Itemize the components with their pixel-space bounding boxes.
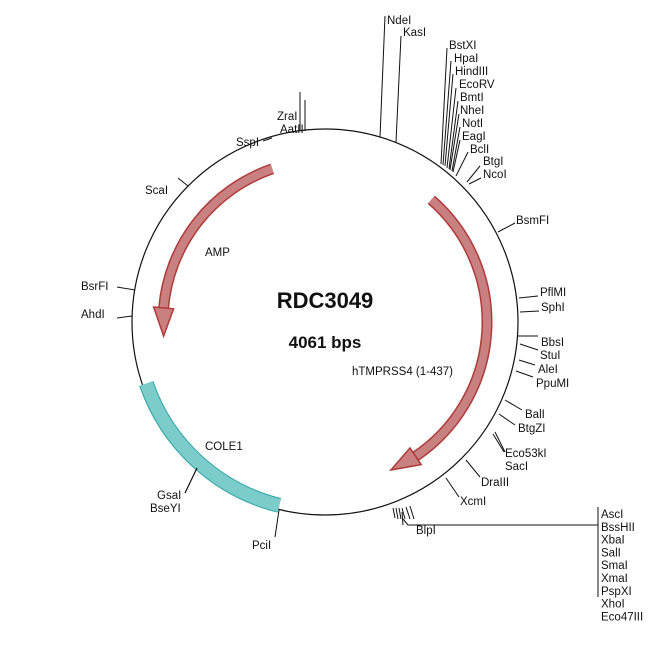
mcs-site-label: BssHII: [601, 522, 635, 534]
site-label-pcii: PciI: [252, 540, 271, 552]
site-label-stui: StuI: [540, 350, 560, 362]
site-label-ndei: NdeI: [387, 15, 411, 27]
site-tick-xcmi: [445, 477, 460, 498]
site-label-ncoi: NcoI: [483, 169, 507, 181]
amp-arrow-outline: [158, 163, 275, 309]
site-label-bcli: BclI: [470, 144, 489, 156]
mcs-site-label: SmaI: [601, 560, 628, 572]
plasmid-backbone: [131, 128, 519, 516]
site-tick-eagi: [452, 139, 461, 173]
mcs-site-label: AscI: [601, 509, 623, 521]
site-tick-noti: [451, 126, 461, 172]
mcs-tick: [409, 505, 415, 520]
plasmid-size: 4061 bps: [289, 333, 362, 352]
amp-arrow-body: [159, 165, 274, 309]
site-label-nhei: NheI: [460, 105, 484, 117]
site-tick-hindiii: [444, 73, 454, 167]
mcs-leader-line: [402, 518, 598, 526]
htmprss4-arrow-body: [413, 196, 491, 460]
mcs-tick: [395, 507, 399, 520]
site-tick-bsrfi: [116, 286, 136, 291]
cole1-feature: [140, 381, 281, 512]
site-tick-stui: [519, 343, 539, 351]
site-label-saci: SacI: [505, 461, 528, 473]
site-label-xcmi: XcmI: [460, 496, 486, 508]
mcs-site-label: XhoI: [601, 599, 625, 611]
site-tick-bstxi: [440, 47, 448, 165]
site-tick-ppumi: [515, 370, 534, 378]
site-label-ppumi: PpuMI: [536, 378, 569, 390]
site-tick-eco53ki: [494, 431, 506, 453]
site-label-btgi: BtgI: [483, 156, 503, 168]
feature-label-cole1: COLE1: [205, 441, 243, 453]
site-label-sphi: SphI: [541, 302, 565, 314]
site-label-bsrfi: BsrFI: [81, 281, 108, 293]
site-label-btgzi: BtgZI: [518, 423, 545, 435]
site-label-sspi: SspI: [236, 137, 259, 149]
site-label-gsai: GsaI: [157, 490, 181, 502]
feature-label-amp: AMP: [205, 247, 230, 259]
site-tick-pflmi: [518, 295, 539, 299]
site-tick-scai: [177, 177, 189, 187]
htmprss4-arrowhead: [388, 446, 423, 472]
mcs-tick: [401, 507, 406, 520]
site-label-bstxi: BstXI: [449, 40, 476, 52]
mcs-tick: [398, 507, 402, 520]
mcs-site-label: PspXI: [601, 586, 632, 598]
site-label-bmti: BmtI: [460, 92, 484, 104]
site-label-ahdi: AhdI: [81, 309, 105, 321]
site-label-bali: BalI: [525, 409, 545, 421]
mcs-site-label: SalI: [601, 547, 621, 559]
mcs-site-label: XmaI: [601, 573, 628, 585]
site-tick-pcii: [274, 509, 280, 538]
site-tick-sphi: [519, 310, 540, 313]
site-tick-bcli: [455, 151, 469, 177]
site-label-bsmfi: BsmFI: [516, 215, 549, 227]
site-label-bbsi: BbsI: [541, 337, 564, 349]
site-tick-nhei: [449, 113, 460, 171]
site-tick-bali: [504, 399, 523, 411]
site-label-noti: NotI: [462, 118, 483, 130]
mcs-tick: [392, 507, 396, 519]
site-label-pflmi: PflMI: [540, 287, 566, 299]
site-label-draiii: DraIII: [481, 477, 509, 489]
site-tick-saci: [492, 433, 505, 453]
site-tick-bmti: [448, 100, 459, 170]
site-tick-bseyi: [184, 467, 198, 494]
site-tick-ndei: [379, 15, 386, 138]
site-tick-ncoi: [468, 177, 482, 185]
site-label-blpi: BlpI: [416, 525, 436, 537]
site-label-alei: AleI: [538, 364, 558, 376]
site-tick-btgi: [466, 165, 481, 183]
site-tick-draiii: [465, 459, 481, 478]
site-label-bseyi: BseYI: [150, 503, 181, 515]
site-label-ecorv: EcoRV: [459, 79, 495, 91]
site-tick-ahdi: [116, 315, 133, 319]
site-label-aatii: AatII: [280, 124, 304, 136]
site-label-kasi: KasI: [403, 27, 426, 39]
mcs-site-label: Eco47III: [601, 611, 643, 623]
site-tick-ecorv: [446, 87, 457, 169]
mcs-site-label: XbaI: [601, 535, 625, 547]
site-tick-btgzi: [498, 413, 516, 426]
mcs-tick: [405, 506, 411, 520]
site-label-eagi: EagI: [462, 131, 486, 143]
feature-label-htmprss4: hTMPRSS4 (1-437): [352, 366, 453, 378]
site-label-hindiii: HindIII: [455, 66, 488, 78]
site-tick-hpai: [442, 60, 452, 166]
site-tick-alei: [518, 359, 536, 366]
site-label-zrai: ZraI: [277, 111, 297, 123]
site-tick-kasi: [395, 35, 402, 143]
site-label-scai: ScaI: [145, 185, 168, 197]
site-tick-sspi: [262, 137, 273, 142]
site-tick-bsmfi: [497, 222, 516, 233]
plasmid-name: RDC3049: [277, 288, 374, 313]
site-label-hpai: HpaI: [454, 53, 478, 65]
site-label-eco53ki: Eco53kI: [505, 448, 547, 460]
site-tick-blpi: [401, 511, 404, 526]
amp-arrowhead: [152, 306, 175, 339]
